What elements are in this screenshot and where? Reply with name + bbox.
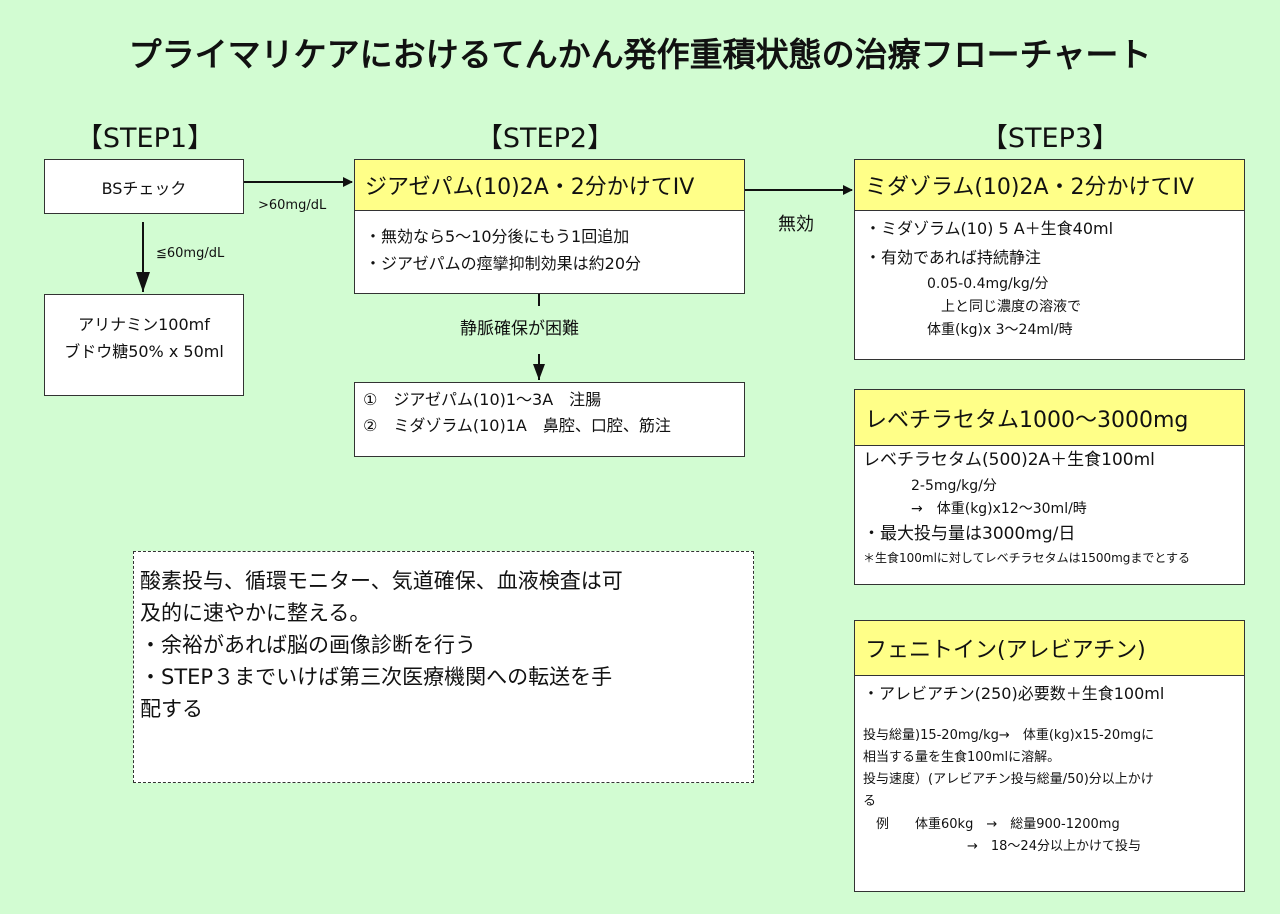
note-line: 及的に速やかに整える。 [140, 600, 371, 625]
levetiracetam-max-dose: ・最大投与量は3000mg/日 [863, 524, 1076, 545]
phenytoin-detail: 投与総量)15-20mg/kg→ 体重(kg)x15-20mgに [863, 728, 1155, 744]
step2-line: ・ジアゼパムの痙攣抑制効果は約20分 [365, 254, 642, 274]
arrowhead-glucose [136, 272, 150, 292]
levetiracetam-subline: → 体重(kg)x12〜30ml/時 [911, 500, 1087, 517]
step2-line: ・無効なら5〜10分後にもう1回追加 [365, 227, 630, 246]
note-line: ・STEP３までいけば第三次医療機関への転送を手 [140, 664, 613, 689]
treatment-line: ブドウ糖50% x 50ml [64, 342, 224, 361]
step3-line: ・ミダゾラム(10) 5 A＋生食40ml [865, 219, 1114, 238]
step3-line: ・有効であれば持続静注 [865, 247, 1041, 267]
step2-diazepam-box: ジアゼパム(10)2A・2分かけてIV ・無効なら5〜10分後にもう1回追加 ・… [354, 159, 745, 294]
ineffective-label: 無効 [778, 214, 814, 235]
phenytoin-detail: る [863, 794, 877, 810]
levetiracetam-box: レベチラセタム1000〜3000mg レベチラセタム(500)2A＋生食100m… [854, 389, 1245, 585]
phenytoin-header: フェニトイン(アレビアチン) [855, 621, 1244, 676]
levetiracetam-header: レベチラセタム1000〜3000mg [855, 390, 1244, 446]
high-glucose-label: >60mg/dL [258, 198, 327, 213]
page-title: プライマリケアにおけるてんかん発作重積状態の治療フローチャート [128, 35, 1152, 74]
step3-midazolam-box: ミダゾラム(10)2A・2分かけてIV ・ミダゾラム(10) 5 A＋生食40m… [854, 159, 1245, 360]
levetiracetam-note: ＊生食100mlに対してレベチラセタムは1500mgまでとする [863, 551, 1191, 566]
step3-subline: 上と同じ濃度の溶液で [927, 298, 1081, 315]
arrowhead-alt-route [533, 364, 545, 380]
step3-subline: 0.05-0.4mg/kg/分 [927, 275, 1049, 292]
phenytoin-line: ・アレビアチン(250)必要数＋生食100ml [863, 684, 1165, 703]
alt-route-box: ① ジアゼパム(10)1〜3A 注腸 ② ミダゾラム(10)1A 鼻腔、口腔、筋… [354, 382, 745, 457]
glucose-treatment-box: アリナミン100mf ブドウ糖50% x 50ml [44, 294, 244, 396]
general-care-notes: 酸素投与、循環モニター、気道確保、血液検査は可 及的に速やかに整える。 ・余裕が… [133, 551, 754, 783]
levetiracetam-line: レベチラセタム(500)2A＋生食100ml [863, 450, 1155, 470]
phenytoin-detail: 例 体重60kg → 総量900-1200mg [863, 816, 1120, 832]
phenytoin-detail: 投与速度）(アレビアチン投与総量/50)分以上かけ [863, 772, 1154, 788]
step2-label: 【STEP2】 [475, 123, 615, 154]
treatment-line: アリナミン100mf [78, 314, 210, 334]
phenytoin-detail: 相当する量を生食100mlに溶解。 [863, 750, 1061, 766]
note-line: 配する [140, 696, 203, 721]
note-line: 酸素投与、循環モニター、気道確保、血液検査は可 [140, 569, 623, 593]
alt-route-line: ① ジアゼパム(10)1〜3A 注腸 [363, 390, 602, 409]
phenytoin-detail: → 18〜24分以上かけて投与 [863, 838, 1141, 854]
step3-header: ミダゾラム(10)2A・2分かけてIV [855, 160, 1244, 211]
step2-header: ジアゼパム(10)2A・2分かけてIV [355, 160, 744, 211]
alt-route-line: ② ミダゾラム(10)1A 鼻腔、口腔、筋注 [363, 416, 671, 436]
levetiracetam-subline: 2-5mg/kg/分 [911, 477, 997, 494]
step3-subline: 体重(kg)x 3〜24ml/時 [927, 321, 1073, 338]
bs-check-box: BSチェック [44, 159, 244, 214]
phenytoin-box: フェニトイン(アレビアチン) ・アレビアチン(250)必要数＋生食100ml 投… [854, 620, 1245, 892]
note-line: ・余裕があれば脳の画像診断を行う [140, 632, 476, 657]
bs-check-label: BSチェック [101, 178, 187, 198]
step1-label: 【STEP1】 [75, 123, 215, 154]
low-glucose-label: ≦60mg/dL [156, 246, 225, 261]
iv-difficult-label: 静脈確保が困難 [460, 319, 579, 339]
step3-label: 【STEP3】 [980, 123, 1120, 154]
